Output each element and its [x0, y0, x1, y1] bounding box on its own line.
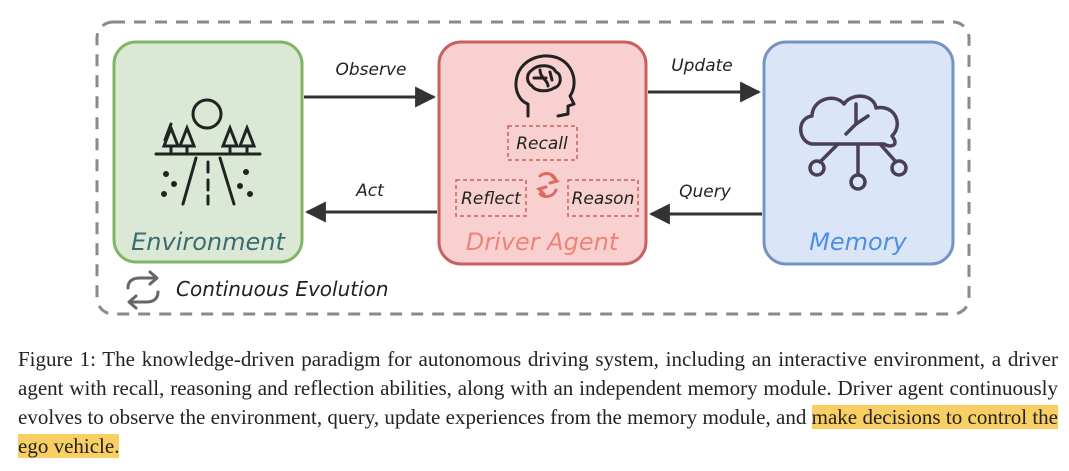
environment-label: Environment — [131, 228, 286, 256]
query-label: Query — [679, 182, 732, 202]
caption-prefix: Figure 1: — [18, 347, 96, 371]
act-label: Act — [355, 181, 385, 201]
environment-box: Environment — [112, 40, 304, 264]
reflect-box — [455, 179, 527, 217]
observe-label: Observe — [336, 60, 407, 80]
recall-box — [507, 125, 578, 161]
cloud-network-icon — [799, 94, 908, 191]
arrows — [304, 81, 762, 225]
driver-agent-box: Recall Reflect Reason Driver Agent — [437, 40, 648, 266]
knowledge-driven-paradigm-diagram: Environment Recall Reflect Reason Driver… — [95, 20, 971, 316]
continuous-evolution-frame — [95, 20, 971, 316]
brain-head-icon — [514, 54, 576, 118]
continuous-evolution-label: Continuous Evolution — [176, 277, 389, 301]
reason-box — [567, 179, 639, 217]
reason-label: Reason — [572, 189, 635, 209]
road-icon — [154, 98, 262, 206]
recall-label: Recall — [516, 134, 568, 154]
driver-agent-label: Driver Agent — [466, 228, 620, 256]
memory-label: Memory — [809, 228, 907, 256]
reflect-label: Reflect — [461, 189, 522, 209]
memory-box: Memory — [762, 40, 955, 266]
update-label: Update — [671, 56, 733, 76]
cycle-icon — [536, 171, 560, 199]
loop-icon — [126, 270, 160, 310]
caption-text: The knowledge-driven paradigm for autono… — [18, 347, 1058, 429]
figure-caption: Figure 1: The knowledge-driven paradigm … — [18, 345, 1058, 461]
